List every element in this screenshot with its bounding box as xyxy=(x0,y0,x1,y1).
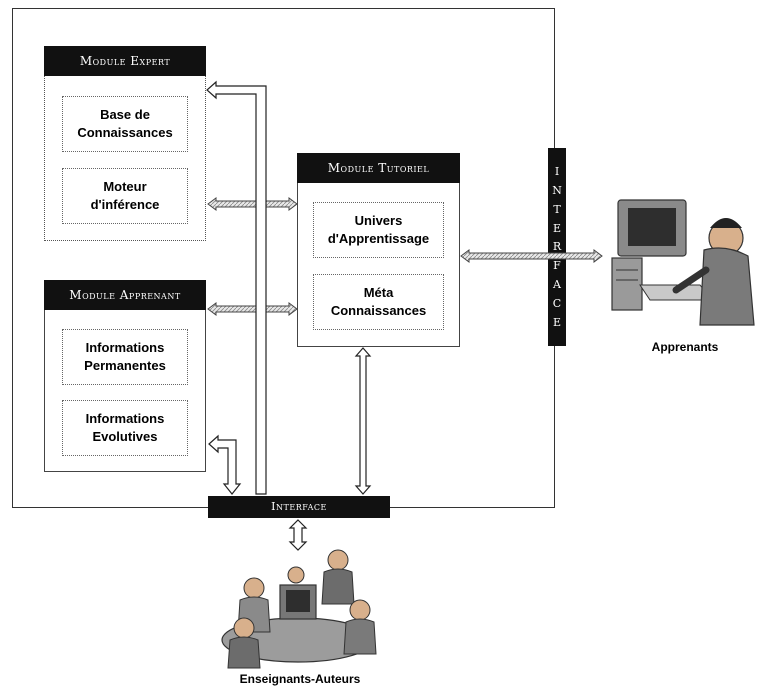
interface-letter: E xyxy=(552,221,562,235)
informations-evolutives-box: Informations Evolutives xyxy=(62,400,188,456)
interface-bottom-bar: Interface xyxy=(208,496,390,518)
learners-caption: Apprenants xyxy=(651,340,719,354)
arrow-expert-tutoriel xyxy=(207,197,298,211)
module-tutoriel-title: Module Tutoriel xyxy=(297,153,460,183)
interface-letter: A xyxy=(553,278,561,292)
interface-letter: T xyxy=(553,202,561,216)
authors-caption: Enseignants-Auteurs xyxy=(239,672,361,686)
base-de-connaissances-box: Base de Connaissances xyxy=(62,96,188,152)
authors-illustration xyxy=(221,549,377,669)
module-expert-title: Module Expert xyxy=(44,46,206,76)
univers-apprentissage-label: Univers d'Apprentissage xyxy=(327,213,430,246)
learner-illustration xyxy=(607,180,757,328)
interface-letter: N xyxy=(552,183,562,197)
informations-evolutives-label: Informations Evolutives xyxy=(85,411,165,444)
arrow-tutoriel-interface xyxy=(354,347,372,495)
arrow-interface-auteurs xyxy=(288,519,308,551)
moteur-inference-box: Moteur d'inférence xyxy=(62,168,188,224)
base-de-connaissances-label: Base de Connaissances xyxy=(77,107,173,140)
meta-connaissances-box: Méta Connaissances xyxy=(313,274,444,330)
interface-letter: C xyxy=(552,297,562,311)
module-apprenant-title: Module Apprenant xyxy=(44,280,206,310)
interface-letter: F xyxy=(553,259,561,273)
univers-apprentissage-box: Univers d'Apprentissage xyxy=(313,202,444,258)
arrow-apprenant-tutoriel xyxy=(207,302,298,316)
arrow-tutoriel-apprenants xyxy=(460,249,603,263)
moteur-inference-label: Moteur d'inférence xyxy=(90,179,160,212)
interface-letter: E xyxy=(552,315,562,329)
arrow-interface-apprenant xyxy=(208,434,242,495)
interface-letter: R xyxy=(552,240,562,254)
informations-permanentes-box: Informations Permanentes xyxy=(62,329,188,385)
meta-connaissances-label: Méta Connaissances xyxy=(330,285,427,318)
informations-permanentes-label: Informations Permanentes xyxy=(84,340,166,373)
arrow-interface-expert xyxy=(206,80,267,495)
interface-letter: I xyxy=(554,164,560,178)
